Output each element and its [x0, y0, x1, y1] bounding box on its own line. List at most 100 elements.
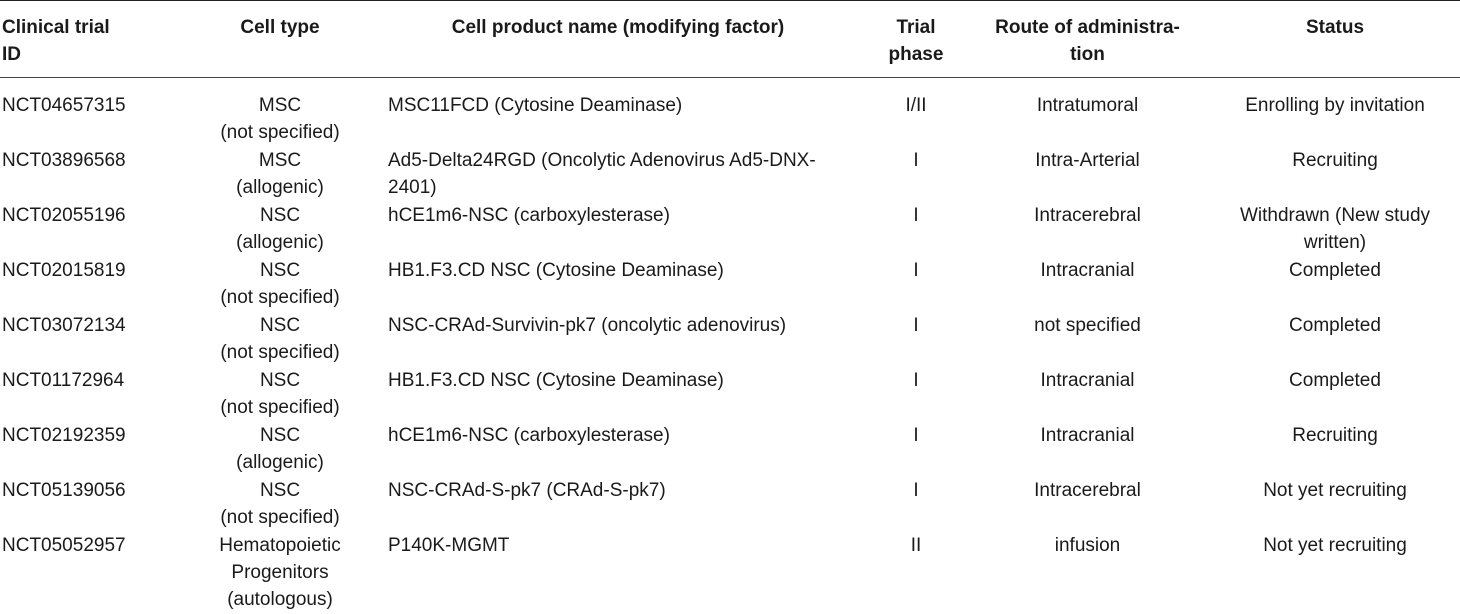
- cell-cell-type: MSC(not specified): [192, 92, 368, 146]
- header-route-of-administration: Route of administra- tion: [995, 17, 1180, 65]
- cell-cell-type-line: NSC: [259, 425, 301, 446]
- cell-status: Not yet recruiting: [1212, 477, 1458, 504]
- cell-trial-phase: I/II: [868, 92, 964, 119]
- cell-trial-phase: I: [868, 477, 964, 504]
- cell-cell-type-line: MSC: [258, 95, 302, 116]
- cell-product-name: MSC11FCD (Cytosine Deaminase): [388, 92, 838, 119]
- table-header-row: Clinical trial ID Cell type Cell product…: [0, 8, 1460, 74]
- cell-status-line: Completed: [1289, 370, 1381, 391]
- cell-trial-phase: I: [868, 202, 964, 229]
- cell-trial-phase-line: I: [913, 260, 919, 281]
- cell-trial-phase-line: II: [910, 535, 922, 556]
- cell-product-name-line: Ad5-Delta24RGD (Oncolytic Adenovirus Ad5…: [388, 150, 816, 171]
- cell-product-name-line: hCE1m6-NSC (carboxylesterase): [388, 425, 670, 446]
- cell-cell-type: NSC(not specified): [192, 367, 368, 421]
- cell-product-name-line: NSC-CRAd-S-pk7 (CRAd-S-pk7): [388, 480, 666, 501]
- cell-status: Completed: [1212, 367, 1458, 394]
- cell-status: Completed: [1212, 257, 1458, 284]
- cell-route: not specified: [980, 312, 1195, 339]
- cell-trial-id: NCT03072134: [2, 312, 187, 339]
- cell-trial-id: NCT03896568: [2, 147, 187, 174]
- cell-product-name-line: hCE1m6-NSC (carboxylesterase): [388, 205, 670, 226]
- cell-cell-type-line: (not specified): [220, 287, 340, 308]
- cell-cell-type-line: (allogenic): [236, 232, 324, 253]
- cell-trial-id-line: NCT05139056: [2, 480, 126, 501]
- cell-status-line: Completed: [1289, 260, 1381, 281]
- cell-status: Completed: [1212, 312, 1458, 339]
- cell-product-name: NSC-CRAd-Survivin-pk7 (oncolytic adenovi…: [388, 312, 838, 339]
- cell-route: Intracerebral: [980, 477, 1195, 504]
- cell-route-line: Intracerebral: [1034, 480, 1141, 501]
- cell-product-name-line: P140K-MGMT: [388, 535, 510, 556]
- cell-status-line: written): [1303, 232, 1367, 253]
- cell-route: Intratumoral: [980, 92, 1195, 119]
- cell-trial-id-line: NCT04657315: [2, 95, 126, 116]
- header-trial-phase: Trial phase: [888, 17, 944, 65]
- cell-status-line: Recruiting: [1292, 150, 1378, 171]
- cell-product-name-line: MSC11FCD (Cytosine Deaminase): [388, 95, 683, 116]
- cell-trial-phase: I: [868, 312, 964, 339]
- cell-trial-id: NCT02055196: [2, 202, 187, 229]
- header-cell-type: Cell type: [240, 17, 320, 38]
- header-clinical-trial-id: Clinical trial ID: [2, 17, 110, 65]
- table-row: NCT02015819 NSC (not specified) HB1.F3.CD N…: [0, 257, 1460, 312]
- cell-route-line: Intra-Arterial: [1035, 150, 1140, 171]
- cell-route-line: not specified: [1034, 315, 1141, 336]
- cell-cell-type-line: MSC: [258, 150, 302, 171]
- cell-trial-phase-line: I: [913, 480, 919, 501]
- cell-cell-type-line: (not specified): [220, 342, 340, 363]
- cell-product-name-line: HB1.F3.CD NSC (Cytosine Deaminase): [388, 370, 724, 391]
- cell-route: Intracranial: [980, 257, 1195, 284]
- cell-route: Intracranial: [980, 367, 1195, 394]
- cell-cell-type: NSC(not specified): [192, 477, 368, 531]
- header-status: Status: [1305, 17, 1365, 38]
- cell-trial-id-line: NCT02015819: [2, 260, 126, 281]
- table-row: NCT03896568 MSC(allogenic) Ad5-Delta24RGD …: [0, 147, 1460, 202]
- cell-trial-id: NCT01172964: [2, 367, 187, 394]
- cell-trial-id: NCT05139056: [2, 477, 187, 504]
- cell-product-name-line: HB1.F3.CD NSC (Cytosine Deaminase): [388, 260, 724, 281]
- cell-trial-id: NCT02192359: [2, 422, 187, 449]
- cell-trial-phase: II: [868, 532, 964, 559]
- cell-route-line: Intracranial: [1040, 425, 1135, 446]
- cell-cell-type-line: (autologous): [227, 589, 333, 610]
- cell-trial-phase: I: [868, 367, 964, 394]
- table-row: NCT05139056 NSC(not specified) NSC-CRAd-S-…: [0, 477, 1460, 532]
- cell-route: Intra-Arterial: [980, 147, 1195, 174]
- cell-trial-id-line: NCT03072134: [2, 315, 126, 336]
- cell-route-line: Intracranial: [1040, 370, 1135, 391]
- cell-route-line: Intracerebral: [1034, 205, 1141, 226]
- cell-product-name-line: NSC-CRAd-Survivin-pk7 (oncolytic adenovi…: [388, 315, 787, 336]
- cell-trial-phase: I: [868, 147, 964, 174]
- cell-product-name: HB1.F3.CD NSC (Cytosine Deaminase): [388, 257, 838, 284]
- cell-cell-type-line: Hematopoietic: [219, 535, 341, 556]
- cell-status-line: Completed: [1289, 315, 1381, 336]
- cell-cell-type: NSC (not specified): [192, 257, 368, 311]
- cell-trial-phase: I: [868, 257, 964, 284]
- cell-trial-phase: I: [868, 422, 964, 449]
- table-top-rule: [0, 0, 1460, 1]
- cell-trial-id-line: NCT02192359: [2, 425, 126, 446]
- cell-status: Not yet recruiting: [1212, 532, 1458, 559]
- cell-status-line: Not yet recruiting: [1263, 535, 1407, 556]
- cell-product-name: hCE1m6-NSC (carboxylesterase): [388, 202, 838, 229]
- cell-trial-id-line: NCT01172964: [2, 370, 125, 391]
- header-rule: [0, 77, 1460, 78]
- cell-cell-type-line: (not specified): [220, 507, 340, 528]
- cell-cell-type: MSC(allogenic): [192, 147, 368, 201]
- cell-cell-type-line: NSC: [259, 260, 301, 281]
- cell-route: Intracranial: [980, 422, 1195, 449]
- cell-trial-id-line: NCT03896568: [2, 150, 126, 171]
- cell-status-line: Enrolling by invitation: [1245, 95, 1425, 116]
- table-row: NCT01172964 NSC(not specified) HB1.F3.CD N…: [0, 367, 1460, 422]
- cell-cell-type-line: (not specified): [220, 397, 340, 418]
- cell-route-line: Intratumoral: [1036, 95, 1139, 116]
- cell-status: Enrolling by invitation: [1212, 92, 1458, 119]
